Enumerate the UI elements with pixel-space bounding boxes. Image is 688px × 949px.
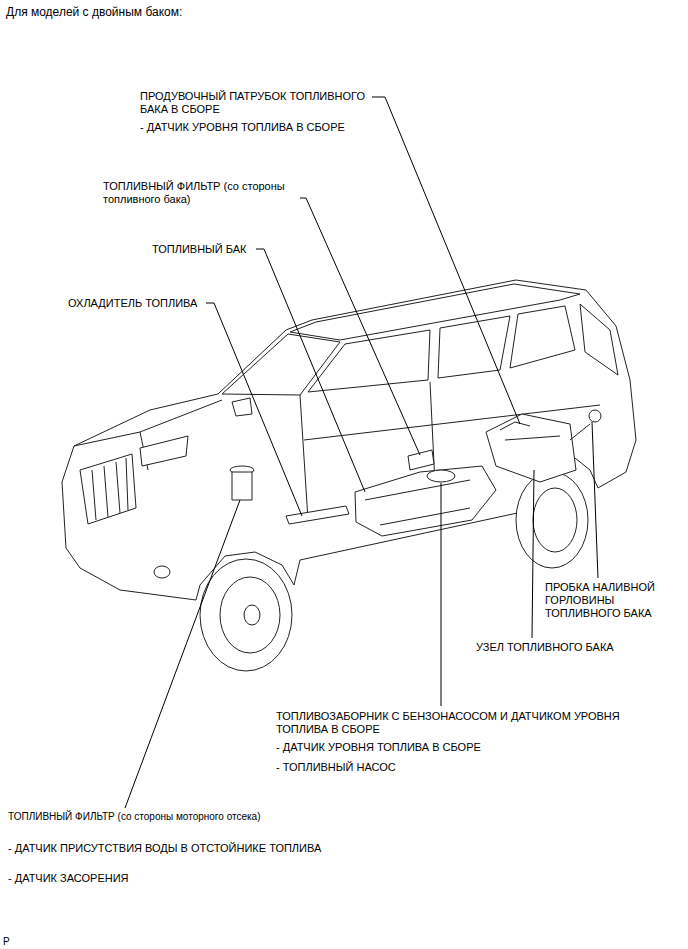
part-label: ОХЛАДИТЕЛЬ ТОПЛИВА — [68, 297, 268, 310]
rear-rim — [533, 488, 577, 552]
rear-wheel — [516, 472, 588, 568]
breather — [500, 422, 560, 440]
part-label: - ДАТЧИК ПРИСУТСТВИЯ ВОДЫ В ОТСТОЙНИКЕ Т… — [8, 842, 428, 855]
part-label: ТОПЛИВОЗАБОРНИК С БЕНЗОНАСОСОМ И ДАТЧИКО… — [276, 710, 671, 736]
page-title: Для моделей с двойным баком: — [6, 6, 406, 19]
sub-fuel-tank — [486, 414, 576, 482]
leader-line — [300, 198, 420, 455]
fuel-tank — [355, 466, 496, 536]
grille — [80, 454, 136, 524]
rear-window — [580, 304, 618, 375]
part-label: ПРОБКА НАЛИВНОЙ ГОРЛОВИНЫ ТОПЛИВНОГО БАК… — [545, 581, 669, 620]
part-label: - ДАТЧИК УРОВНЯ ТОПЛИВА В СБОРЕ — [140, 121, 440, 134]
side-window — [510, 306, 575, 368]
part-label: - ДАТЧИК УРОВНЯ ТОПЛИВА В СБОРЕ — [276, 741, 576, 754]
part-label: УЗЕЛ ТОПЛИВНОГО БАКА — [476, 641, 676, 654]
grille-bars — [92, 458, 128, 520]
leader-line — [125, 500, 240, 808]
tank-fuel-filter — [408, 450, 434, 470]
engine-fuel-filter — [232, 472, 252, 500]
part-label: ТОПЛИВНЫЙ ФИЛЬТР (со стороны топливного … — [103, 180, 299, 206]
figure-code: P — [3, 935, 33, 948]
leader-line — [206, 303, 302, 516]
fuel-cooler — [286, 506, 349, 524]
front-rim — [220, 577, 280, 653]
front-hub — [244, 605, 260, 625]
filler-neck — [570, 424, 590, 440]
front-wheel — [200, 559, 292, 671]
leader-line — [532, 470, 534, 638]
car-body — [62, 280, 636, 600]
fog-light — [154, 566, 170, 578]
filler-cap — [589, 410, 601, 422]
headlight — [140, 436, 188, 466]
mirror — [232, 398, 252, 416]
leader-line — [441, 483, 442, 706]
leader-line — [372, 97, 520, 424]
fuel-tank-detail — [365, 480, 470, 525]
part-label: ТОПЛИВНЫЙ БАК — [152, 243, 352, 256]
side-window — [438, 316, 510, 378]
fuel-pump — [427, 470, 455, 482]
part-label: ПРОДУВОЧНЫЙ ПАТРУБОК ТОПЛИВНОГО БАКА В С… — [140, 90, 376, 116]
leader-line — [256, 249, 365, 492]
part-label: ТОПЛИВНЫЙ ФИЛЬТР (со стороны моторного о… — [8, 810, 428, 823]
part-label: - ТОПЛИВНЫЙ НАСОС — [276, 761, 576, 774]
part-label: - ДАТЧИК ЗАСОРЕНИЯ — [8, 872, 308, 885]
leader-line — [592, 422, 598, 578]
